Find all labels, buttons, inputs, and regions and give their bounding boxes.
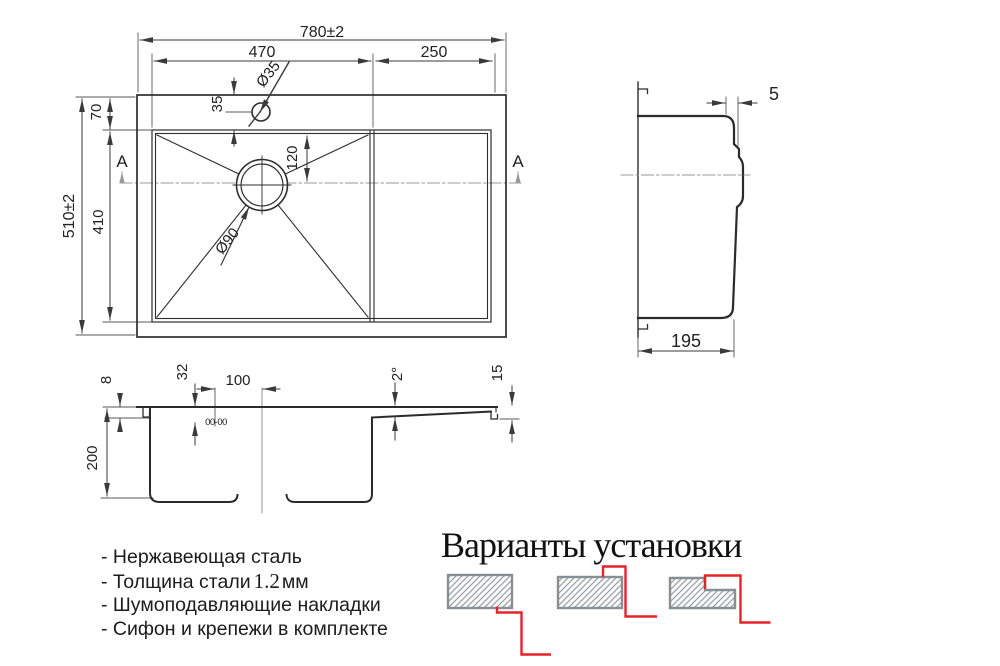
section-dimension-lines bbox=[104, 382, 515, 497]
dim-label-lip: 5 bbox=[769, 84, 779, 104]
dim-label-bowl-depth: 200 bbox=[84, 445, 101, 470]
side-top-clip bbox=[637, 88, 649, 95]
dim-label-bowl-width: 470 bbox=[249, 44, 276, 61]
install-option-topmount bbox=[556, 565, 657, 618]
sink-edge-profile-3 bbox=[703, 574, 771, 624]
dim-label-faucet-offset: 35 bbox=[209, 96, 226, 113]
side-extension-lines bbox=[637, 96, 739, 358]
side-body-profile bbox=[636, 114, 745, 320]
plan-view: A A 780±2 470 250 510±2 70 410 35 120 Ø3… bbox=[61, 24, 524, 338]
plan-extension-lines bbox=[75, 32, 507, 336]
dim-label-edge: 15 bbox=[489, 365, 506, 382]
plan-faucet-leader-tail bbox=[248, 111, 261, 127]
sink-edge-profile-1 bbox=[495, 606, 551, 656]
section-right-clip bbox=[490, 410, 499, 420]
dim-label-offset-top: 70 bbox=[88, 104, 105, 121]
dim-label-rim: 8 bbox=[98, 376, 115, 384]
dim-label-drain-from-wall: 100 bbox=[225, 372, 250, 389]
dim-label-bowl-height: 410 bbox=[90, 209, 107, 234]
install-option-flushmount bbox=[668, 574, 771, 624]
dim-label-clip-offset: 32 bbox=[174, 364, 191, 381]
section-bowl-right bbox=[285, 416, 373, 503]
install-options bbox=[446, 565, 771, 656]
dim-label-overall-height: 510±2 bbox=[61, 194, 78, 238]
plan-drain-inner-circle bbox=[240, 163, 284, 207]
side-bottom-clip bbox=[637, 323, 649, 330]
sink-edge-profile-2 bbox=[601, 565, 657, 618]
section-markers: A A bbox=[116, 152, 524, 184]
dim-label-overall-width: 780±2 bbox=[300, 24, 344, 41]
plan-sink-outline bbox=[136, 94, 507, 338]
feature-item-noise-pads: - Шумоподавляющие накладки bbox=[101, 594, 381, 617]
section-left-clip bbox=[142, 406, 151, 418]
plan-dimension-lines bbox=[79, 37, 505, 334]
section-view: 00-00 8 200 32 100 2° 15 bbox=[84, 364, 520, 514]
plan-drain-crosshair bbox=[232, 155, 292, 215]
plan-faucet-leader bbox=[259, 61, 290, 113]
countertop-section-3 bbox=[668, 576, 737, 610]
install-option-undermount bbox=[446, 573, 551, 656]
feature-item-material: - Нержавеющая сталь bbox=[101, 546, 302, 568]
dim-label-board-slope: 2° bbox=[389, 367, 406, 381]
plan-recess-inner bbox=[154, 132, 489, 320]
section-extension-lines bbox=[100, 387, 520, 499]
side-view: 5 195 bbox=[620, 81, 779, 358]
section-bowl-left bbox=[149, 406, 239, 503]
section-marker-a-left: A bbox=[116, 152, 128, 171]
section-drainboard-surface bbox=[370, 410, 493, 419]
dim-label-depth: 195 bbox=[671, 331, 701, 351]
thickness-value: 1.2 bbox=[253, 568, 280, 593]
dim-label-faucet-dia: Ø35 bbox=[253, 58, 284, 91]
feature-item-included: - Сифон и крепежи в комплекте bbox=[101, 617, 388, 640]
install-options-title: Варианты установки bbox=[441, 525, 743, 565]
side-dimension-lines bbox=[638, 100, 758, 354]
countertop-section-2 bbox=[556, 575, 624, 610]
section-clip-marks: 00-00 bbox=[205, 417, 227, 428]
dim-label-drainboard-width: 250 bbox=[421, 44, 448, 61]
plan-drain-leader bbox=[220, 206, 250, 266]
dim-label-drain-offset: 120 bbox=[284, 145, 301, 170]
countertop-section-1 bbox=[446, 573, 514, 610]
section-marker-a-right: A bbox=[512, 152, 524, 171]
plan-recess-outer bbox=[151, 129, 492, 323]
